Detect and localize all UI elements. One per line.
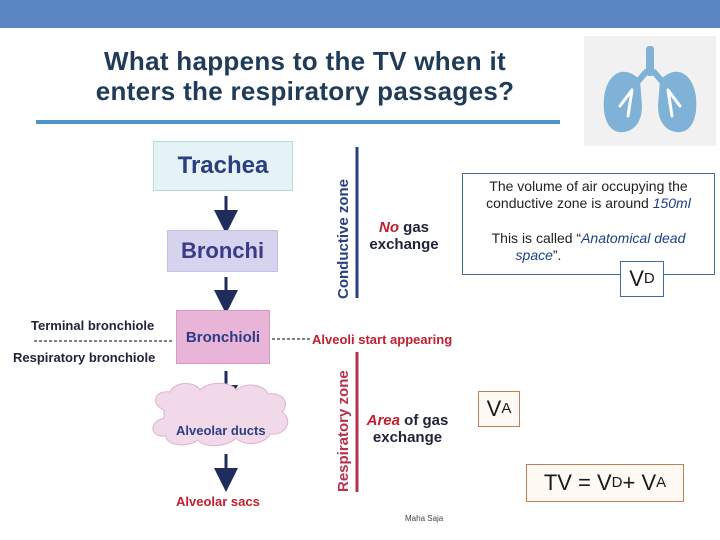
- info-line-2-text: conductive zone is around: [486, 195, 653, 211]
- no-gas-exchange-label: No gas exchange: [362, 219, 446, 253]
- conductive-zone-label: Conductive zone: [335, 179, 352, 299]
- no-word: No: [379, 219, 399, 236]
- alveolar-ducts-label: Alveolar ducts: [176, 423, 266, 438]
- respiratory-bronchiole-label: Respiratory bronchiole: [13, 350, 155, 365]
- vd-main: V: [629, 266, 644, 292]
- terminal-bronchiole-label: Terminal bronchiole: [31, 318, 154, 333]
- bronchi-box: Bronchi: [167, 230, 278, 272]
- dead-space-info-box: The volume of air occupying the conducti…: [462, 173, 715, 275]
- gas-word: gas: [399, 219, 429, 236]
- respiratory-zone-label: Respiratory zone: [335, 370, 352, 492]
- alveoli-start-label: Alveoli start appearing: [312, 332, 452, 347]
- equation-lhs: TV = V: [544, 470, 612, 496]
- va-main: V: [487, 396, 502, 422]
- bronchioli-label: Bronchioli: [186, 329, 260, 346]
- author-credit: Maha Saja: [405, 514, 443, 523]
- space-term: space: [516, 247, 553, 263]
- alveolar-sacs-label: Alveolar sacs: [176, 494, 260, 509]
- area-word: Area: [367, 412, 400, 429]
- area-gas-exchange-label: Area of gas exchange: [360, 412, 455, 446]
- equation-plus: + V: [623, 470, 657, 496]
- trachea-box: Trachea: [153, 141, 293, 191]
- exchange-word: exchange: [362, 236, 446, 253]
- of-gas-words: of gas: [400, 412, 448, 429]
- dead-space-volume: 150ml: [653, 195, 691, 211]
- info-line-1: The volume of air occupying the: [463, 178, 714, 195]
- info-line-4-suffix: ”.: [553, 247, 562, 263]
- trachea-label: Trachea: [178, 152, 269, 180]
- exchange-word-2: exchange: [360, 429, 455, 446]
- anatomical-dead-term: Anatomical dead: [581, 230, 685, 246]
- bronchioli-box: Bronchioli: [176, 310, 270, 364]
- info-line-3-text: This is called “: [492, 230, 581, 246]
- bronchi-label: Bronchi: [181, 238, 264, 264]
- info-line-3: This is called “Anatomical dead: [463, 230, 714, 247]
- info-line-4: space”.: [463, 247, 714, 264]
- info-line-2: conductive zone is around 150ml: [463, 195, 714, 212]
